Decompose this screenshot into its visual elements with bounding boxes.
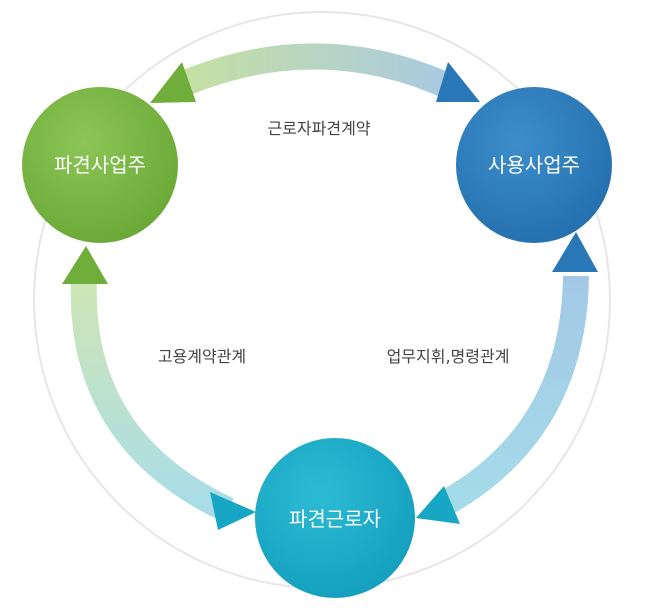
node-dispatcher-label: 파견사업주: [54, 153, 146, 177]
arrow-head-up-to-user-employer: [552, 232, 598, 272]
top-arrow-band: [183, 43, 458, 100]
node-dispatched-worker: 파견근로자: [255, 438, 415, 598]
arrow-head-to-dispatcher: [150, 62, 196, 103]
arrow-head-to-user-employer: [436, 62, 480, 102]
right-arrow-band: [437, 275, 589, 516]
node-user-employer-label: 사용사업주: [488, 153, 580, 177]
relation-employment: 고용계약관계: [158, 347, 246, 366]
arrow-head-to-dispatched-worker-right: [416, 486, 460, 524]
node-user-employer: 사용사업주: [456, 87, 612, 243]
relation-dispatch-contract: 근로자파견계약: [267, 119, 370, 138]
arrow-head-up-to-dispatcher: [62, 246, 108, 284]
left-arrow-band: [70, 279, 234, 522]
node-dispatcher: 파견사업주: [22, 87, 178, 243]
relation-work-direction: 업무지휘,명령관계: [387, 347, 510, 366]
arrow-head-to-dispatched-worker-left: [210, 492, 256, 530]
node-dispatched-worker-label: 파견근로자: [289, 507, 381, 531]
